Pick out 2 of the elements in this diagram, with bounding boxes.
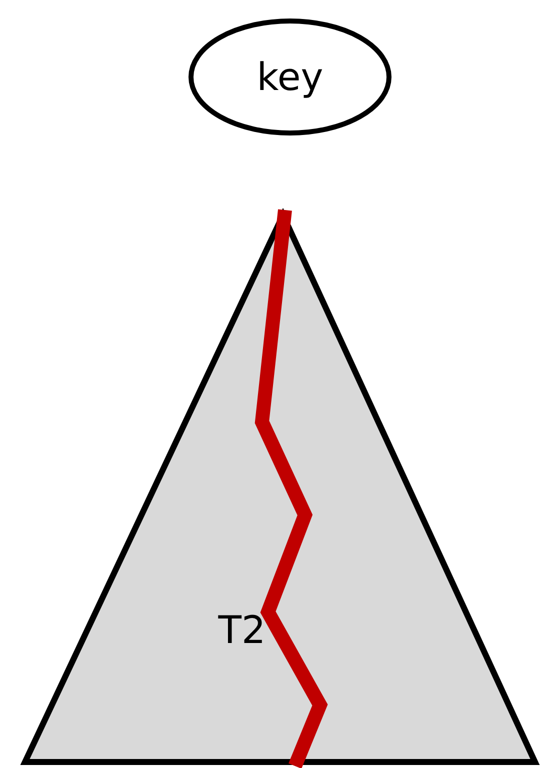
tree-label: T2 bbox=[218, 608, 266, 652]
node-label: key bbox=[256, 55, 324, 99]
